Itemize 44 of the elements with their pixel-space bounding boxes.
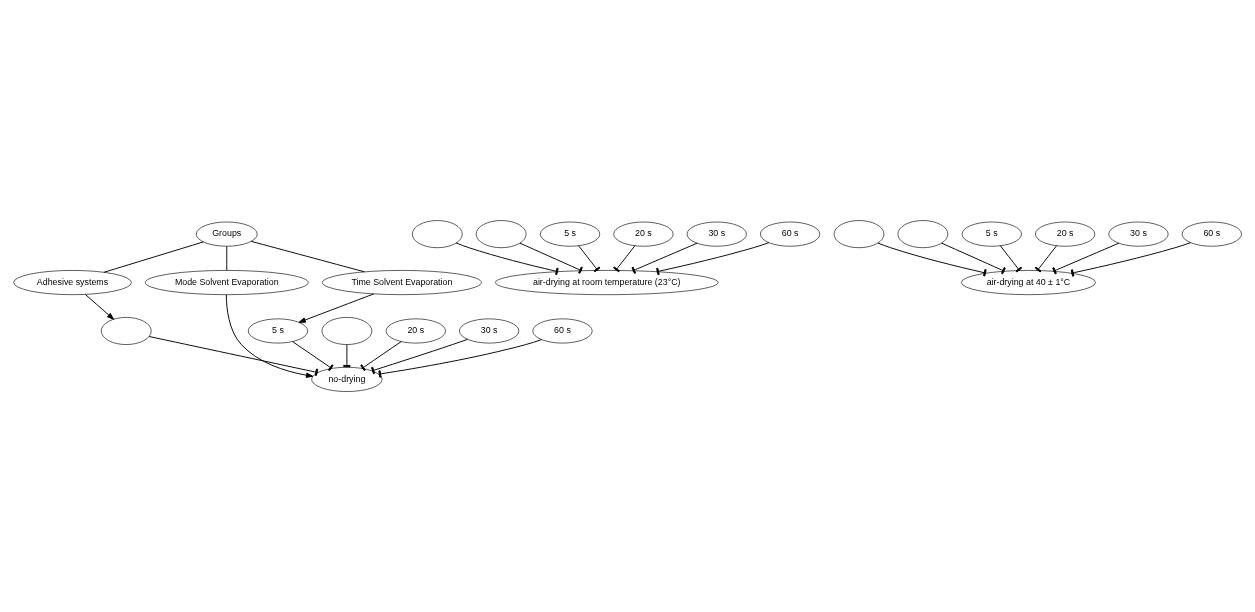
connector: [631, 242, 698, 274]
node-ellipse: 30 s: [686, 221, 747, 247]
connector: [455, 242, 559, 276]
connector: [999, 245, 1023, 273]
node-ellipse: [833, 220, 885, 249]
connector: [1034, 245, 1058, 273]
node-ellipse: [475, 220, 527, 249]
connector: [877, 242, 987, 277]
node-ellipse: [412, 220, 463, 249]
connector: [250, 240, 365, 273]
node-ellipse: [100, 317, 152, 345]
node-ellipse: 60 s: [1181, 221, 1242, 247]
node-ellipse: 5 s: [540, 221, 601, 247]
node-ellipse: Adhesive systems: [13, 270, 132, 295]
connector: [941, 242, 1006, 275]
connector: [148, 336, 319, 376]
arrow: [84, 293, 115, 320]
connector: [378, 339, 542, 378]
node-ellipse: 30 s: [1108, 221, 1169, 247]
connector: [1070, 242, 1192, 277]
connector: [226, 245, 228, 271]
arrow: [298, 293, 375, 323]
node-ellipse: 30 s: [459, 318, 520, 344]
connector: [519, 242, 583, 274]
connector: [292, 341, 334, 372]
connector: [613, 245, 636, 273]
node-ellipse: 20 s: [1035, 221, 1096, 247]
node-ellipse: 20 s: [385, 318, 446, 344]
node-ellipse: 20 s: [613, 221, 674, 247]
node-ellipse: 60 s: [532, 318, 593, 344]
node-ellipse: [321, 317, 373, 345]
arrow: [225, 294, 314, 378]
connector: [1052, 242, 1120, 275]
connector: [360, 341, 402, 372]
connector: [103, 241, 204, 273]
node-ellipse: 5 s: [961, 221, 1022, 247]
node-ellipse: [897, 220, 949, 249]
node-ellipse: Time Solvent Evaporation: [322, 270, 482, 295]
node-ellipse: 60 s: [760, 221, 821, 247]
node-ellipse: Groups: [196, 221, 258, 247]
node-ellipse: Mode Solvent Evaporation: [144, 270, 309, 295]
connector: [578, 245, 601, 273]
connector: [656, 242, 770, 276]
connector: [371, 338, 468, 375]
